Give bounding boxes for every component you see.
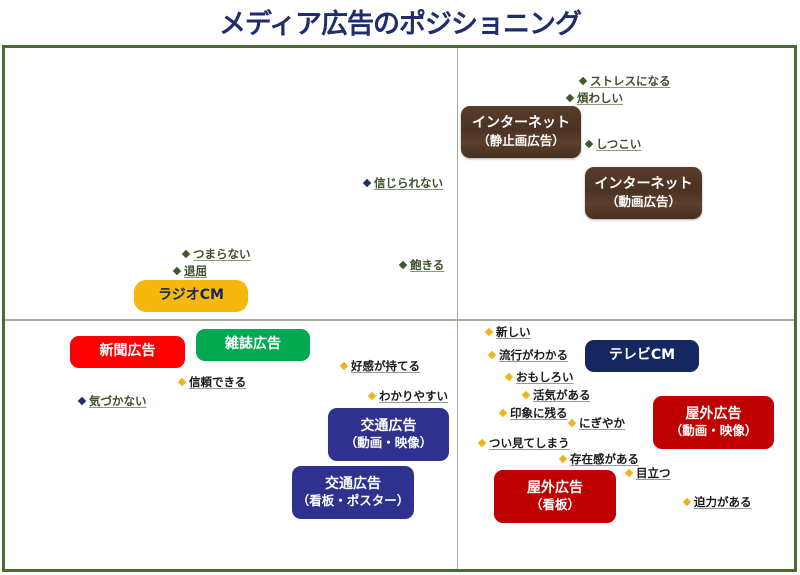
horizontal-axis: [5, 319, 794, 321]
media-label: 交通広告: [325, 475, 381, 492]
diamond-bullet-icon: [521, 390, 531, 400]
vertical-axis: [457, 48, 458, 569]
media-internet-static: インターネット （静止画広告）: [461, 106, 581, 158]
media-label: インターネット: [472, 115, 570, 132]
keyword: わかりやすい: [367, 389, 448, 403]
media-internet-video: インターネット （動画広告）: [585, 167, 702, 219]
diamond-bullet-icon: [498, 408, 508, 418]
media-newspaper: 新聞広告: [70, 336, 185, 368]
page-title: メディア広告のポジショニング: [218, 9, 582, 40]
positioning-map-frame: [2, 45, 797, 572]
keyword: 退屈: [172, 264, 207, 278]
media-radio-cm: ラジオCM: [134, 280, 248, 312]
keyword: 気づかない: [77, 394, 147, 408]
keyword: 印象に残る: [498, 406, 568, 420]
diamond-bullet-icon: [362, 178, 372, 188]
keyword: 好感が持てる: [339, 359, 420, 373]
diamond-bullet-icon: [181, 249, 191, 259]
media-transit-video: 交通広告 （動画・映像）: [328, 408, 449, 461]
media-sublabel: （動画・映像）: [344, 435, 433, 451]
diamond-bullet-icon: [177, 377, 187, 387]
media-transit-poster: 交通広告 （看板・ポスター）: [292, 466, 414, 519]
keyword: 迫力がある: [682, 495, 752, 509]
diamond-bullet-icon: [367, 391, 377, 401]
keyword: 新しい: [484, 325, 531, 339]
diamond-bullet-icon: [624, 468, 634, 478]
media-sublabel: （看板・ポスター）: [296, 493, 410, 509]
diamond-bullet-icon: [504, 372, 514, 382]
keyword: 煩わしい: [565, 91, 623, 105]
media-label: ラジオCM: [158, 287, 224, 304]
media-sublabel: （静止画広告）: [477, 132, 565, 148]
keyword: 信じられない: [362, 176, 443, 190]
keyword: 流行がわかる: [487, 348, 568, 362]
media-sublabel: （動画広告）: [605, 193, 681, 209]
diamond-bullet-icon: [565, 93, 575, 103]
media-label: 雑誌広告: [225, 336, 281, 353]
keyword: つい見てしまう: [477, 436, 570, 450]
media-label: 屋外広告: [527, 479, 583, 496]
diamond-bullet-icon: [398, 260, 408, 270]
diamond-bullet-icon: [567, 418, 577, 428]
diamond-bullet-icon: [558, 454, 568, 464]
diamond-bullet-icon: [339, 361, 349, 371]
media-label: テレビCM: [608, 347, 676, 364]
diamond-bullet-icon: [487, 350, 497, 360]
keyword: 飽きる: [398, 258, 444, 272]
keyword: 信頼できる: [177, 375, 246, 389]
media-outdoor-video: 屋外広告 （動画・映像）: [653, 396, 774, 449]
media-label: 屋外広告: [685, 405, 742, 422]
diamond-bullet-icon: [172, 266, 182, 276]
diamond-bullet-icon: [682, 497, 692, 507]
keyword: おもしろい: [504, 370, 574, 384]
keyword: しつこい: [584, 137, 641, 151]
media-sublabel: （看板）: [529, 497, 580, 513]
diamond-bullet-icon: [477, 438, 487, 448]
keyword: ストレスになる: [578, 74, 671, 88]
media-magazine: 雑誌広告: [196, 329, 310, 361]
keyword: 目立つ: [624, 466, 671, 480]
diamond-bullet-icon: [584, 139, 594, 149]
keyword: にぎやか: [567, 416, 625, 430]
keyword: つまらない: [181, 247, 251, 261]
media-label: インターネット: [594, 176, 693, 193]
diamond-bullet-icon: [578, 76, 588, 86]
media-outdoor-billboard: 屋外広告 （看板）: [494, 470, 616, 523]
diamond-bullet-icon: [77, 396, 87, 406]
media-label: 交通広告: [360, 417, 417, 434]
media-label: 新聞広告: [99, 343, 156, 360]
keyword: 存在感がある: [558, 452, 639, 466]
media-tv-cm: テレビCM: [585, 340, 699, 372]
media-sublabel: （動画・映像）: [669, 423, 758, 439]
keyword: 活気がある: [521, 388, 591, 402]
diamond-bullet-icon: [484, 327, 494, 337]
